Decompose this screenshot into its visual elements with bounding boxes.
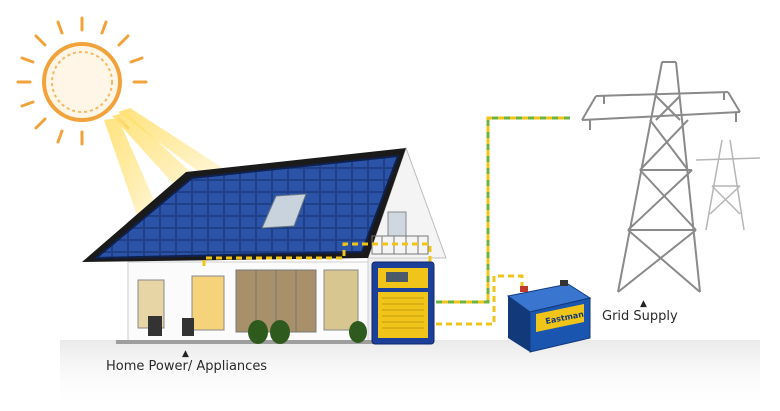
grid-supply-label: Grid Supply: [602, 309, 678, 324]
home-power-caption: ▲ Home Power/ Appliances: [106, 349, 268, 375]
power-cables: [202, 116, 570, 326]
grid-marker-icon: ▲: [640, 299, 647, 309]
ground-reflection: [60, 340, 760, 411]
inverter-unit: [371, 261, 435, 345]
grid-supply-caption: ▲ Grid Supply: [602, 299, 678, 325]
sun-icon: [16, 16, 148, 146]
distant-tower-icon: [695, 139, 761, 231]
transmission-tower-icon: [581, 61, 741, 293]
home-power-label: Home Power/ Appliances: [106, 359, 268, 374]
solar-panel-array: [93, 154, 400, 260]
battery-unit: Eastman: [506, 280, 592, 353]
home-marker-icon: ▲: [182, 349, 189, 359]
